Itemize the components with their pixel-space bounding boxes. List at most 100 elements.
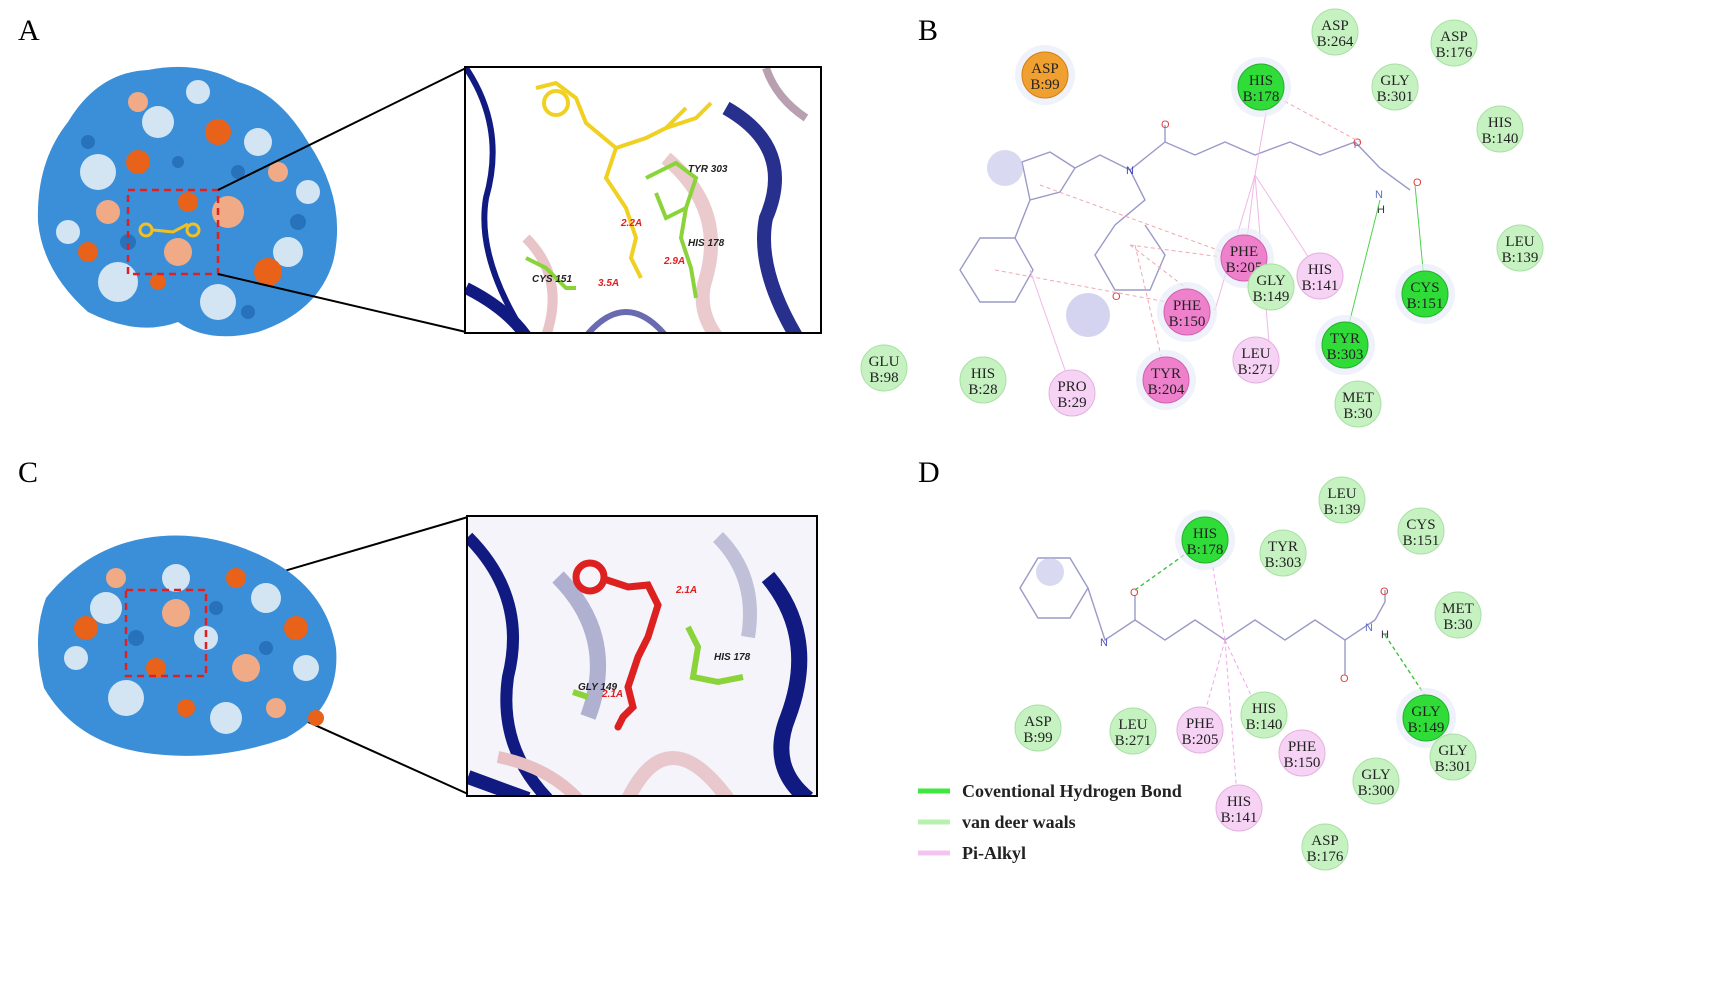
panel-letter-d: D [918, 456, 940, 489]
d-residue-name: GLY [1411, 704, 1440, 720]
b-residue-name: HIS [971, 366, 995, 382]
b-residue-chain: B:204 [1148, 382, 1185, 398]
glow-d [1036, 558, 1064, 586]
panel-letter-c: C [18, 456, 39, 489]
d-residue-name: ASP [1311, 833, 1339, 849]
legend-label: van deer waals [962, 812, 1076, 832]
svg-text:N: N [1375, 189, 1383, 201]
svg-text:N: N [1365, 622, 1373, 634]
label-his178-c: HIS 178 [714, 652, 751, 663]
ligand-skeleton-b [959, 125, 1411, 303]
b-residue-chain: B:28 [968, 382, 997, 398]
b-residue-name: HIS [1308, 262, 1332, 278]
d-residue-name: HIS [1252, 701, 1276, 717]
b-residue-chain: B:301 [1377, 89, 1414, 105]
d-residue-name: LEU [1118, 717, 1147, 733]
b-residue-name: ASP [1440, 29, 1468, 45]
b-residue-name: PRO [1057, 379, 1086, 395]
b-residue-name: LEU [1505, 234, 1534, 250]
d-residue-name: PHE [1288, 739, 1316, 755]
d-residue-chain: B:151 [1403, 533, 1440, 549]
d-residue-chain: B:303 [1265, 555, 1302, 571]
d-residue-chain: B:301 [1435, 759, 1472, 775]
d-residue-name: TYR [1268, 539, 1298, 555]
b-residue-name: CYS [1410, 280, 1439, 296]
d-residue-name: ASP [1024, 714, 1052, 730]
legend-label: Coventional Hydrogen Bond [962, 781, 1182, 801]
b-residue-chain: B:29 [1057, 395, 1086, 411]
b-residue-chain: B:271 [1238, 362, 1275, 378]
b-residue-name: LEU [1241, 346, 1270, 362]
d-residue-chain: B:271 [1115, 733, 1152, 749]
svg-text:O: O [1380, 586, 1389, 598]
label-distance-1: 2.2A [620, 218, 642, 229]
b-residue-name: GLY [1380, 73, 1409, 89]
label-gly149: GLY 149 [578, 682, 618, 693]
svg-text:O: O [1340, 673, 1349, 685]
panel-letter-b: B [918, 14, 939, 47]
b-residue-chain: B:303 [1327, 347, 1364, 363]
label-distance-3: 3.5A [598, 278, 619, 289]
pi-alkyl-lines-d [1199, 549, 1266, 796]
d-residue-name: GLY [1361, 767, 1390, 783]
b-residue-chain: B:30 [1343, 406, 1372, 422]
panel-letter-a: A [18, 14, 40, 47]
d-residue-name: CYS [1406, 517, 1435, 533]
b-residue-name: HIS [1249, 73, 1273, 89]
b-residue-chain: B:99 [1030, 77, 1059, 93]
b-residue-chain: B:141 [1302, 278, 1339, 294]
d-residue-name: HIS [1227, 794, 1251, 810]
svg-text:N: N [1126, 165, 1134, 177]
d-residue-chain: B:30 [1443, 617, 1472, 633]
b-residue-name: MET [1342, 390, 1374, 406]
b-residue-name: ASP [1031, 61, 1059, 77]
svg-text:O: O [1413, 177, 1422, 189]
d-residue-name: GLY [1438, 743, 1467, 759]
ligand-atoms-b: O O N N H O O [1112, 119, 1422, 303]
d-residue-chain: B:140 [1246, 717, 1283, 733]
b-residue-chain: B:139 [1502, 250, 1539, 266]
zoom-box-c: GLY 149 HIS 178 2.1A 2.1A [466, 515, 818, 797]
label-distance-2: 2.9A [663, 256, 685, 267]
b-residue-chain: B:176 [1436, 45, 1473, 61]
pi-alkyl-lines-b [1029, 89, 1321, 391]
d-residue-chain: B:141 [1221, 810, 1258, 826]
b-residue-name: TYR [1330, 331, 1360, 347]
d-residue-chain: B:149 [1408, 720, 1445, 736]
ligand-skeleton-d [1019, 557, 1386, 675]
svg-text:O: O [1130, 587, 1139, 599]
glow-2 [1066, 293, 1110, 337]
b-residue-chain: B:98 [869, 370, 898, 386]
d-residue-name: PHE [1186, 716, 1214, 732]
b-residue-chain: B:178 [1243, 89, 1280, 105]
b-residue-name: PHE [1173, 298, 1201, 314]
